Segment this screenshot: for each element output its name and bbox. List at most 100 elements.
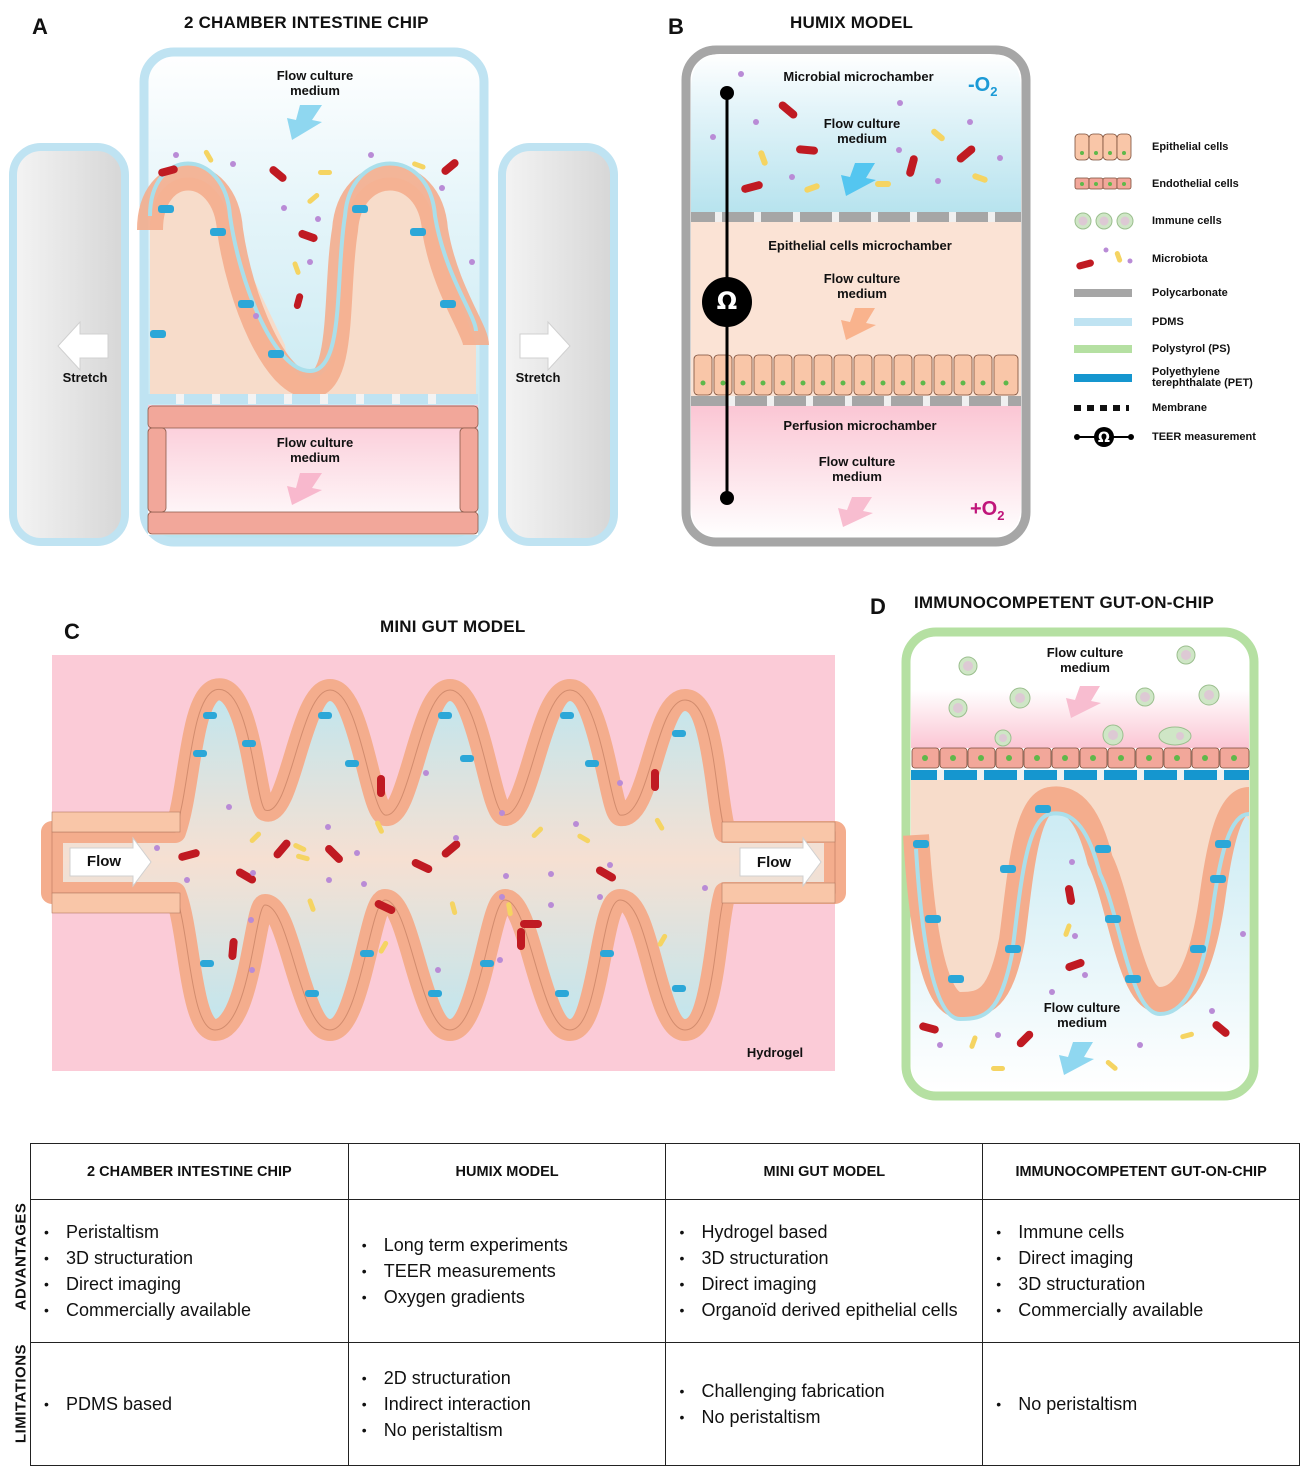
list-item: Indirect interaction <box>362 1391 665 1417</box>
pdms-swatch <box>1074 312 1134 332</box>
panel-a-title: 2 CHAMBER INTESTINE CHIP <box>184 13 429 32</box>
limitations-row: PDMS based 2D structuration Indirect int… <box>30 1342 1300 1466</box>
list-item: No peristaltism <box>680 1404 981 1430</box>
epithelial-cells-icon <box>1074 133 1134 161</box>
legend-item-endothelial: Endothelial cells <box>1074 174 1239 194</box>
oxygen-minus-text: -O <box>968 74 991 96</box>
panel-a-letter: A <box>32 14 48 39</box>
inlet-bottom-epithelium <box>51 892 181 914</box>
limitations-cell: No peristaltism <box>982 1342 1300 1466</box>
list-item: Direct imaging <box>996 1245 1298 1271</box>
list-item: TEER measurements <box>362 1258 665 1284</box>
panel-b-microbial-chamber-label: Microbial microchamber <box>783 69 934 84</box>
teer-bottom-electrode <box>720 491 734 505</box>
advantages-cell: Peristaltism 3D structuration Direct ima… <box>30 1199 349 1343</box>
flow-arrow-pink <box>838 497 873 527</box>
panel-b-mid-flow-label: Flow culture medium <box>823 271 901 301</box>
advantages-row: Peristaltism 3D structuration Direct ima… <box>30 1199 1300 1343</box>
epithelial-layer <box>137 164 489 399</box>
flow-in-arrow <box>69 836 152 888</box>
stretch-right-arrow <box>519 320 571 372</box>
column-header: 2 CHAMBER INTESTINE CHIP <box>30 1143 349 1200</box>
immune-cells-d <box>948 645 1220 747</box>
legend-label: Polyethylene terephthalate (PET) <box>1152 366 1253 389</box>
pet-membrane <box>911 770 1249 780</box>
list-item: Peristaltism <box>44 1219 347 1245</box>
legend-label: Membrane <box>1152 401 1208 414</box>
legend-item-membrane: Membrane <box>1074 398 1207 418</box>
panel-a-stretch-right-label: Stretch <box>515 370 561 385</box>
row-label-advantages: ADVANTAGES <box>12 1202 30 1311</box>
list-item: Commercially available <box>996 1297 1298 1323</box>
oxygen-minus-label: -O2 <box>968 74 997 99</box>
endothelial-nuclei <box>922 755 1237 761</box>
microbiota-c <box>154 769 708 973</box>
list-item: 3D structuration <box>44 1245 347 1271</box>
microbiota-d <box>919 859 1246 1071</box>
legend-label: Polycarbonate <box>1152 286 1228 299</box>
outlet-top-epithelium <box>721 821 836 843</box>
list-item: 3D structuration <box>996 1271 1298 1297</box>
limitations-cell: Challenging fabrication No peristaltism <box>665 1342 984 1466</box>
mucus-layer-d <box>914 811 1250 1022</box>
legend-label: Immune cells <box>1152 214 1222 227</box>
legend-item-epithelial: Epithelial cells <box>1074 133 1229 161</box>
panel-a-bottom-flow-label: Flow culture medium <box>276 435 354 465</box>
panel-b-bottom-flow-label: Flow culture medium <box>818 454 896 484</box>
legend-label: Endothelial cells <box>1152 177 1239 190</box>
epithelial-monolayer <box>693 354 1019 396</box>
list-item: Direct imaging <box>44 1271 347 1297</box>
panel-b-title: HUMIX MODEL <box>790 13 914 32</box>
limitations-cell: PDMS based <box>30 1342 349 1466</box>
panel-c-title: MINI GUT MODEL <box>380 617 526 636</box>
epithelial-layer-d <box>903 786 1252 1019</box>
oxygen-plus-label: +O2 <box>970 498 1004 523</box>
flow-out-label: Flow <box>756 854 792 871</box>
lower-membrane-pores <box>728 396 1008 406</box>
legend-label: TEER measurement <box>1152 430 1256 443</box>
advantages-cell: Hydrogel based 3D structuration Direct i… <box>665 1199 984 1343</box>
panel-c-letter: C <box>64 619 80 644</box>
pet-membrane-pores <box>937 770 1224 780</box>
legend-label: PDMS <box>1152 315 1184 328</box>
porous-membrane <box>148 394 478 404</box>
microbiota-b <box>710 71 1003 193</box>
teer-icon: Ω <box>1074 427 1134 447</box>
panel-d-diagram <box>901 627 1259 1101</box>
endothelial-row <box>911 747 1250 769</box>
polycarbonate-swatch <box>1074 283 1134 303</box>
microbiota-icon <box>1074 247 1134 270</box>
lower-polycarbonate-membrane <box>691 396 1021 406</box>
hydrogel-label: Hydrogel <box>746 1045 804 1060</box>
panel-d-bottom-flow-label: Flow culture medium <box>1043 1000 1121 1030</box>
flow-in-label: Flow <box>86 853 122 870</box>
list-item: Long term experiments <box>362 1232 665 1258</box>
oxygen-plus-text: +O <box>970 498 998 520</box>
legend-label: Epithelial cells <box>1152 140 1229 153</box>
goblet-cells-d <box>913 805 1231 983</box>
advantages-cell: Immune cells Direct imaging 3D structura… <box>982 1199 1300 1343</box>
list-item: Organoïd derived epithelial cells <box>680 1297 981 1323</box>
panel-d-top-flow-label: Flow culture medium <box>1046 645 1124 675</box>
list-item: 2D structuration <box>362 1365 665 1391</box>
flow-arrow-blue <box>287 105 322 140</box>
membrane-icon <box>1074 398 1134 418</box>
advantages-cell: Long term experiments TEER measurements … <box>347 1199 667 1343</box>
pet-swatch <box>1074 368 1134 388</box>
panel-b-letter: B <box>668 14 684 39</box>
ohm-symbol: Ω <box>716 287 738 315</box>
flow-arrow-orange <box>841 308 876 340</box>
panel-a-diagram <box>9 47 618 547</box>
outlet-bottom-epithelium <box>721 882 836 904</box>
microbiota-a <box>158 149 475 319</box>
column-header: IMMUNOCOMPETENT GUT-ON-CHIP <box>982 1143 1300 1200</box>
panel-d-title: IMMUNOCOMPETENT GUT-ON-CHIP <box>914 593 1215 612</box>
flow-arrow-blue <box>841 163 876 196</box>
panel-d-letter: D <box>870 594 886 619</box>
panel-b-perfusion-chamber-label: Perfusion microchamber <box>783 418 937 433</box>
goblet-cells-c <box>193 712 686 997</box>
comparison-table: 2 CHAMBER INTESTINE CHIP HUMIX MODEL MIN… <box>30 1143 1300 1466</box>
list-item: Oxygen gradients <box>362 1284 665 1310</box>
legend-item-microbiota: Microbiota <box>1074 247 1208 270</box>
panel-b-top-flow-label: Flow culture medium <box>823 116 901 146</box>
